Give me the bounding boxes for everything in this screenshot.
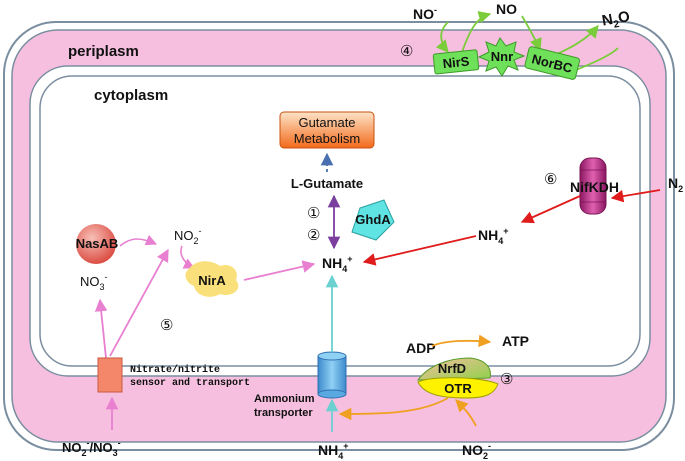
nira-label: NirA [198,273,226,288]
marker-1: ① [307,205,320,222]
arrow-transport-to-no3 [94,298,108,359]
arrow-no2-to-nirs [435,21,449,53]
nitrate-transporter-line1: Nitrate/nitrite [130,364,220,376]
arrow-nifkdh-to-nh4 [520,195,581,224]
no2-top: NO- [413,5,437,22]
arrow-no2-to-otr [455,399,477,427]
periplasm-label: periplasm [68,43,139,60]
nitrate-transporter-line2: sensor and transport [130,377,250,389]
glutamate-metabolism-line2: Metabolism [294,131,360,146]
ammonium-transporter [317,355,347,395]
nitrate-transporter [97,357,123,393]
no2-no3-bottom: NO2-/NO3- [62,438,121,458]
nirs-enzyme: NirS [432,49,480,75]
no2-bottom-mid: NO2- [462,441,491,461]
adp-label: ADP [406,340,436,356]
l-glutamate-label: L-Gutamate [291,176,363,191]
marker-5: ⑤ [160,317,173,334]
arrow-otr-to-nh4 [338,397,449,421]
arrow-nira-to-nh4 [243,260,316,281]
arrow-nirs-to-no [461,11,492,53]
marker-2: ② [307,227,320,244]
nrfd-enzyme [417,357,491,381]
marker-6: ⑥ [544,171,557,188]
norbc-enzyme: NorBC [524,46,580,80]
denitrification-pathway: NirS Nnr NorBC NO- NO N2O ④ [400,1,632,80]
cytoplasm-label: cytoplasm [94,87,168,104]
nifkdh-enzyme [579,157,607,215]
arrow-nasab-to-no2 [119,234,158,247]
nasab-enzyme [76,224,116,264]
arrow-nh4-right-to-center [362,235,477,266]
nrfd-label: NrfD [438,361,466,376]
nnr-enzyme [477,37,526,77]
nh4-right: NH4+ [478,226,509,246]
arrow-adp-to-atp [431,334,492,348]
nifkdh-label: NifKDH [570,179,619,195]
nitrate-assimilation: NasAB NO3- NO2- NirA ⑤ Nitrate/nitrite s… [62,224,316,458]
otr-label: OTR [444,381,472,396]
atp-label: ATP [502,333,529,349]
ghda-enzyme [351,199,395,241]
n2o-top: N2O [601,8,632,33]
nnr-label: Nnr [491,49,513,64]
n2-right: N2 [668,175,683,194]
nirs-label: NirS [442,54,470,72]
nh4-bottom: NH4+ [318,441,349,461]
nitrogen-fixation: NifKDH N2 ⑥ NH4+ [362,157,683,266]
ammonium-transporter-line2: transporter [254,407,313,419]
marker-4: ④ [400,43,413,60]
arrow-transport-to-no2 [109,248,169,357]
no3-cyto: NO3- [80,272,108,292]
nira-enzyme [185,261,239,297]
no-top: NO [496,1,517,17]
ammonium-transport: Ammonium transporter NH4+ [254,274,349,461]
nasab-label: NasAB [76,236,119,251]
ammonium-transporter-line1: Ammonium [254,393,315,405]
arrow-n2-to-nifkdh [610,189,661,203]
glutamate-metabolism-box [279,111,375,149]
dnra-pathway: NrfD OTR ADP ATP ③ NO2- [338,333,529,461]
arrow-no-to-norbc [521,15,542,52]
marker-3: ③ [500,371,513,388]
arrow-extra-curve [575,47,619,71]
no2-cyto: NO2- [174,226,202,246]
nh4-center: NH4+ [322,254,353,274]
ghda-label: GhdA [355,212,391,227]
otr-enzyme [417,377,499,399]
glutamate-metabolism-line1: Gutamate [298,115,355,130]
